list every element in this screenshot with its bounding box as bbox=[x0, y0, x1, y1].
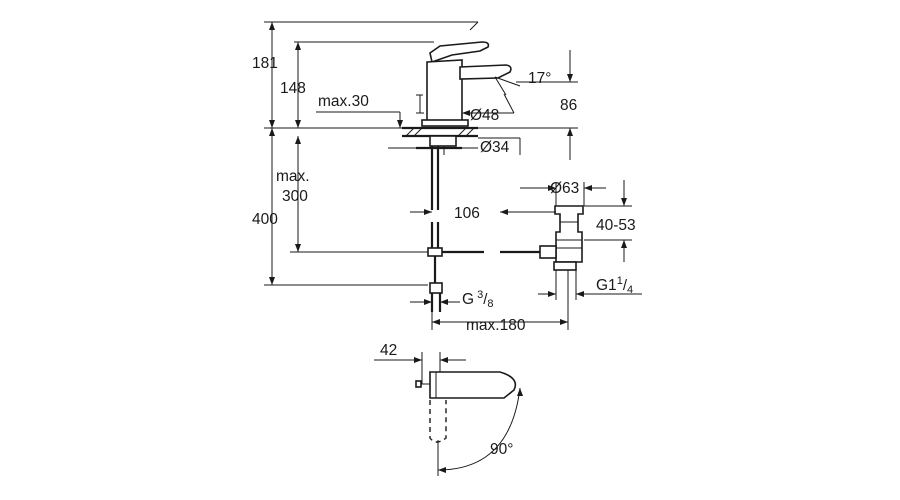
arrowheads bbox=[269, 22, 627, 325]
label-dia-63: Ø63 bbox=[550, 180, 579, 197]
label-max-180: max.180 bbox=[466, 317, 526, 334]
label-dia-34: Ø34 bbox=[480, 139, 510, 156]
label-300: 300 bbox=[282, 188, 308, 205]
label-86: 86 bbox=[560, 97, 577, 114]
label-g1-1-4: G11/4 bbox=[596, 275, 633, 296]
label-148: 148 bbox=[280, 80, 306, 97]
drain-assembly bbox=[442, 205, 584, 271]
top-view bbox=[374, 352, 523, 476]
label-90-degrees: 90° bbox=[490, 441, 513, 458]
label-42: 42 bbox=[380, 342, 397, 359]
label-40-53: 40-53 bbox=[596, 217, 636, 234]
label-max: max. bbox=[276, 168, 310, 185]
faucet-base bbox=[421, 119, 469, 127]
label-dia-48: Ø48 bbox=[470, 107, 499, 124]
label-400: 400 bbox=[252, 211, 278, 228]
lever-top-view bbox=[429, 371, 517, 399]
deck-plate bbox=[402, 126, 478, 138]
label-max30: max.30 bbox=[318, 93, 369, 110]
dimension-labels: 181 148 max.30 17° Ø48 86 Ø34 max. 300 4… bbox=[252, 55, 636, 458]
spout bbox=[459, 64, 512, 80]
label-17-degrees: 17° bbox=[528, 70, 551, 87]
faucet-body bbox=[426, 59, 463, 123]
label-181: 181 bbox=[252, 55, 278, 72]
lever-handle bbox=[429, 41, 490, 64]
faucet-side-view bbox=[402, 41, 521, 312]
label-106: 106 bbox=[454, 205, 480, 222]
dimension-lines bbox=[264, 21, 642, 330]
